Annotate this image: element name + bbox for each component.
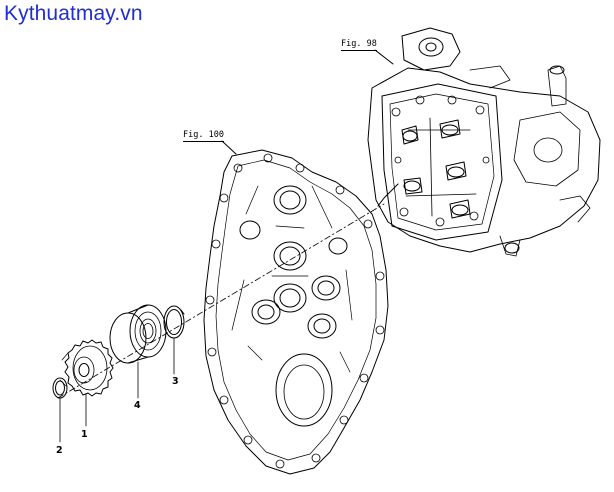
fig-98-leader <box>374 49 394 65</box>
part-2-circlip <box>52 377 68 443</box>
part-1-gear <box>59 339 114 427</box>
fig-98-reference: Fig. 98 <box>341 39 377 51</box>
callout-3: 3 <box>172 376 179 387</box>
callout-2: 2 <box>56 445 63 456</box>
watermark: Kythuatmay.vn <box>4 2 143 25</box>
callout-1: 1 <box>81 429 88 440</box>
output-shafts <box>377 119 471 219</box>
callout-4: 4 <box>134 400 141 411</box>
bearing-bores <box>239 185 348 339</box>
gear-case-housing <box>203 149 389 475</box>
transmission-assembly <box>367 27 601 257</box>
part-4-bearing <box>109 304 167 399</box>
assembly-axis <box>57 203 385 399</box>
part-3-snap-ring <box>163 305 185 375</box>
fig-100-leader <box>221 140 237 155</box>
fig-100-reference: Fig. 100 <box>183 130 224 142</box>
